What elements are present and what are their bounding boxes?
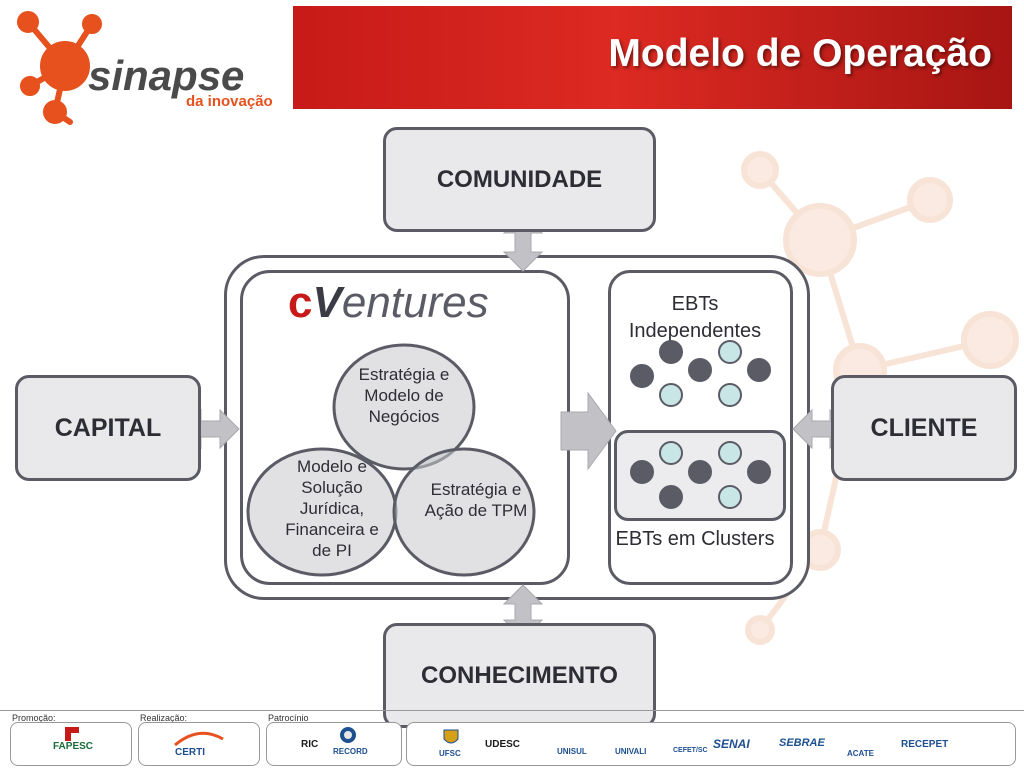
certi-swoosh-icon [174, 731, 224, 747]
cventures-logo-c: c [288, 278, 313, 327]
partner-unisul: UNISUL [557, 747, 587, 756]
promocao-label: Promoção: [12, 713, 56, 723]
conhecimento-box: CONHECIMENTO [383, 623, 656, 728]
partners-box: UFSC UDESC UNISUL UNIVALI CEFET/SC SENAI… [406, 722, 1016, 766]
partner-ufsc: UFSC [439, 749, 461, 758]
partner-cefet: CEFET/SC [673, 747, 708, 754]
ebt-cluster-dot [718, 485, 742, 509]
capital-box: CAPITAL [15, 375, 201, 481]
certi-logo: CERTI [175, 747, 205, 758]
title-bar: Modelo de Operação [293, 6, 1012, 109]
venn-circle-tpm [392, 447, 536, 577]
ebts-clusters-label: EBTs em Clusters [615, 528, 775, 550]
comunidade-box: COMUNIDADE [383, 127, 656, 232]
ebt-dot [718, 383, 742, 407]
sinapse-logo: sinapse da inovação [17, 11, 273, 125]
ebt-dot [630, 364, 654, 388]
ebt-cluster-dot [718, 441, 742, 465]
venn-label-business: Estratégia e Modelo de Negócios [358, 365, 450, 426]
patrocinio-label: Patrocínio [268, 713, 309, 723]
ebt-dots [630, 340, 771, 509]
ebt-cluster-dot [747, 460, 771, 484]
ebt-dot [688, 358, 712, 382]
venn-circle-business [332, 343, 476, 471]
cventures-logo-v: V [312, 278, 342, 327]
cventures-logo-rest: entures [341, 278, 489, 327]
partner-recepet: RECEPET [901, 739, 949, 750]
partner-acate: ACATE [847, 749, 874, 758]
patrocinio-box: RIC RECORD [266, 722, 402, 766]
venn-label-legal: Modelo e Solução Jurídica, Financeira e … [285, 457, 379, 560]
promocao-box: FAPESC [10, 722, 132, 766]
realizacao-label: Realização: [140, 713, 188, 723]
fapesc-logo: FAPESC [53, 741, 94, 752]
fapesc-mark-icon [65, 727, 79, 741]
logo-text: sinapse [88, 52, 244, 99]
ebts-independentes-label: EBTs Independentes [628, 293, 762, 342]
ebt-cluster-dot [659, 441, 683, 465]
ebt-dot [659, 383, 683, 407]
record-globe-icon [340, 727, 356, 743]
venn-label-tpm: Estratégia e Ação de TPM [424, 480, 528, 520]
ric-logo: RIC [301, 739, 319, 750]
ebt-cluster-dot [659, 485, 683, 509]
realizacao-box: CERTI [138, 722, 260, 766]
cventures-logo: cVentures [288, 278, 489, 328]
ebt-cluster-dot [688, 460, 712, 484]
ebt-cluster-dot [630, 460, 654, 484]
footer-divider [0, 710, 1024, 711]
venn-diagram [246, 343, 536, 577]
record-logo: RECORD [333, 747, 368, 756]
logo-subtext: da inovação [186, 93, 273, 110]
partner-sebrae: SEBRAE [779, 737, 825, 749]
partner-univali: UNIVALI [615, 747, 647, 756]
partner-senai: SENAI [713, 737, 750, 751]
ufsc-crest-icon [443, 729, 459, 744]
page-title: Modelo de Operação [608, 32, 992, 75]
ebt-dot [659, 340, 683, 364]
ebt-dot [718, 340, 742, 364]
partner-udesc: UDESC [485, 739, 521, 750]
cliente-box: CLIENTE [831, 375, 1017, 481]
ebt-dot [747, 358, 771, 382]
